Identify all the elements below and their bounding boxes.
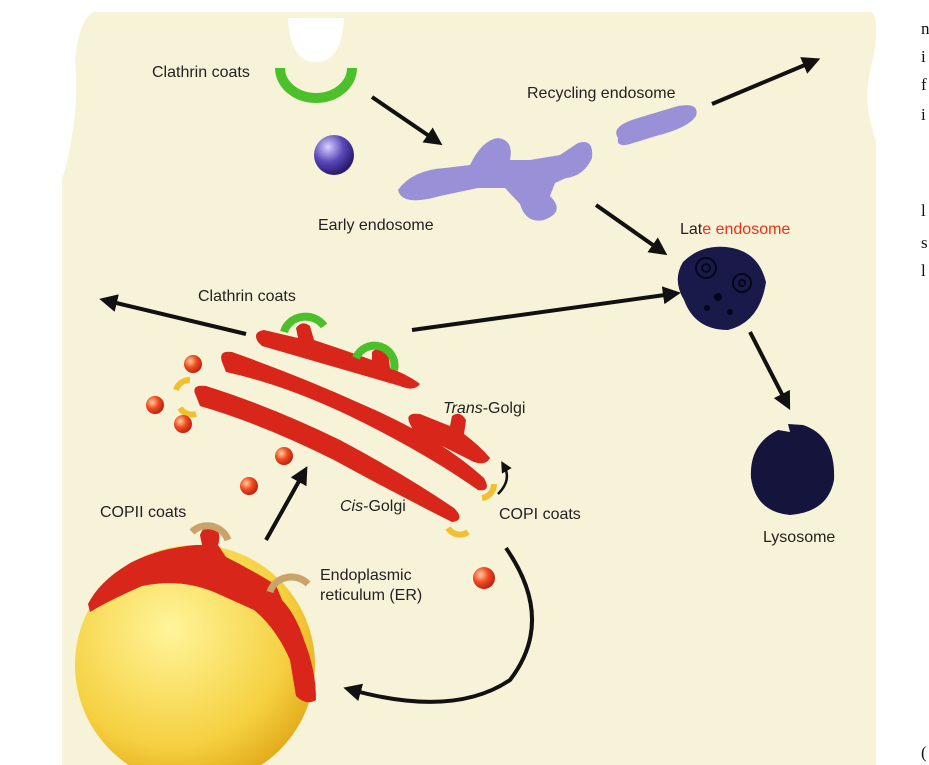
recycling-endosome-icon	[616, 105, 697, 146]
label-cis-golgi-part1: Cis	[340, 498, 363, 515]
right-edge-char: (	[921, 743, 927, 762]
late-endosome-icon	[677, 246, 766, 330]
label-er-line2: reticulum (ER)	[320, 587, 422, 604]
transport-vesicles	[146, 355, 495, 589]
copi-coat-icon	[173, 377, 191, 392]
label-early-endosome: Early endosome	[318, 217, 434, 234]
arrow-early-to-late	[594, 203, 668, 256]
transport-arrows	[99, 57, 821, 704]
label-late-endosome-part2: e endosome	[702, 221, 790, 238]
purple-vesicle-icon	[314, 135, 354, 175]
right-edge-char: i	[921, 47, 926, 66]
label-trans-golgi-part2: -Golgi	[483, 400, 526, 417]
right-edge-char: l	[921, 201, 926, 220]
arrow-endocytosis	[370, 95, 443, 146]
label-trans-golgi-part1: Trans	[443, 400, 483, 417]
label-clathrin-coats-top: Clathrin coats	[152, 64, 250, 81]
arrow-er-to-golgi	[264, 466, 308, 541]
endoplasmic-reticulum-icon	[88, 525, 316, 703]
label-late-endosome: Late endosome	[680, 221, 790, 238]
right-edge-char: f	[921, 75, 927, 94]
vesicle-icon	[473, 567, 495, 589]
er-copii-coat-icon	[266, 573, 311, 594]
golgi-apparatus-icon	[194, 323, 490, 522]
arrow-golgi-to-late	[411, 286, 681, 332]
vesicle-icon	[174, 415, 192, 433]
label-cis-golgi: Cis-Golgi	[340, 498, 406, 515]
golgi-clathrin-coat-icon	[280, 312, 328, 334]
label-copi-coats: COPI coats	[499, 506, 581, 523]
copii-coat-icon	[189, 522, 232, 542]
copi-coat-icon-2	[177, 406, 197, 418]
right-edge-char: n	[921, 19, 929, 38]
vesicle-icon	[184, 355, 202, 373]
label-late-endosome-part1: Lat	[680, 221, 703, 238]
vesicle-icon	[275, 447, 293, 465]
vesicle-icon	[240, 477, 258, 495]
label-trans-golgi: Trans-Golgi	[443, 400, 525, 417]
copi-coat-icon-3	[481, 483, 498, 501]
right-edge-char: i	[921, 105, 926, 124]
clathrin-coat-icon	[275, 67, 357, 103]
early-endosome-icon	[398, 138, 593, 221]
label-recycling-endosome: Recycling endosome	[527, 85, 676, 102]
label-clathrin-coats-golgi: Clathrin coats	[198, 288, 296, 305]
copi-coat-icon-4	[445, 526, 470, 538]
right-edge-char: l	[921, 261, 926, 280]
golgi-clathrin-coat-icon-2	[352, 341, 399, 371]
label-cis-golgi-part2: -Golgi	[363, 498, 406, 515]
label-copii-coats: COPII coats	[100, 504, 186, 521]
arrow-golgi-to-membrane	[99, 294, 247, 336]
lysosome-icon	[750, 424, 835, 515]
arrow-late-to-lysosome	[748, 331, 791, 411]
arrow-copi-recycle	[497, 461, 512, 495]
label-er-line1: Endoplasmic	[320, 567, 412, 584]
arrow-golgi-to-er	[343, 546, 535, 704]
vesicle-icon	[146, 396, 164, 414]
label-lysosome: Lysosome	[763, 529, 835, 546]
right-edge-char: s	[921, 233, 928, 252]
membrane-pit	[288, 18, 344, 62]
arrow-recycling-to-membrane	[711, 57, 821, 106]
